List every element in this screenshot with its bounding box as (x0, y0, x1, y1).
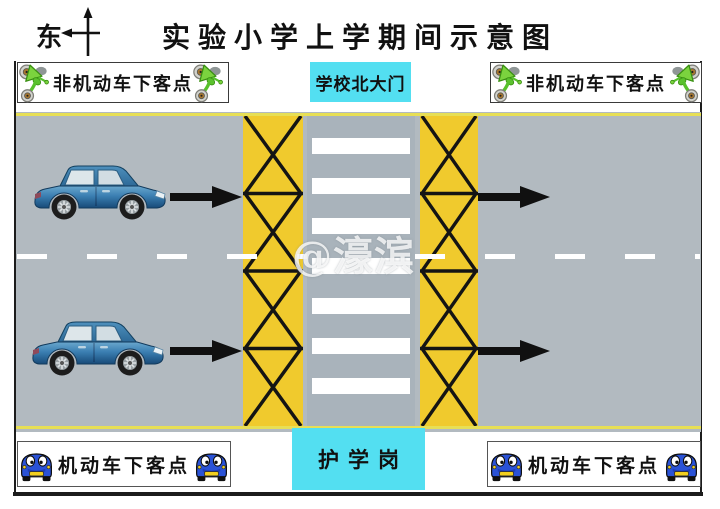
guard-post-label: 护学岗 (318, 448, 408, 472)
road-edge-line-top (16, 113, 701, 116)
nonmotor-dropoff-label: 非机动车下客点 (526, 73, 666, 95)
nonmotor-dropoff-box-right: 非机动车下客点 (490, 62, 702, 103)
motor-dropoff-label: 机动车下客点 (527, 454, 660, 477)
scooter-icon (492, 63, 526, 103)
nonmotor-dropoff-box-left: 非机动车下客点 (17, 62, 229, 103)
guard-post-box: 护学岗 (292, 428, 425, 490)
road: @濠滨 (16, 112, 701, 432)
right-arrow-icon (170, 186, 242, 208)
scooter-icon (666, 63, 700, 103)
school-north-gate-label: 学校北大门 (315, 74, 406, 95)
blue-car-icon (26, 316, 168, 378)
watermark: @濠滨 (292, 233, 415, 280)
frame-bottom-border (13, 492, 703, 496)
motor-dropoff-box-right: 机动车下客点 (487, 441, 701, 487)
compass-cross-arrow-icon (61, 7, 100, 56)
no-stopping-zone-left (243, 116, 303, 426)
road-edge-line-bottom (16, 426, 701, 429)
cartoon-car-icon (664, 445, 699, 484)
center-dashed-line-right (415, 254, 700, 259)
right-arrow-icon (478, 186, 550, 208)
cartoon-car-icon (19, 445, 54, 484)
zebra-crosswalk (307, 116, 415, 426)
right-arrow-icon (170, 340, 242, 362)
frame-right-border (700, 61, 702, 496)
nonmotor-dropoff-label: 非机动车下客点 (53, 73, 193, 95)
blue-car-icon (28, 160, 170, 222)
center-dashed-line-left (17, 254, 307, 259)
crosshatch-pattern-icon (420, 116, 478, 426)
page-title: 实验小学上学期间示意图 (161, 21, 558, 54)
no-stopping-zone-right (420, 116, 478, 426)
motor-dropoff-label: 机动车下客点 (57, 454, 190, 477)
school-north-gate-box: 学校北大门 (310, 62, 411, 102)
cartoon-car-icon (489, 445, 524, 484)
cartoon-car-icon (194, 445, 229, 484)
right-arrow-icon (478, 340, 550, 362)
scooter-icon (19, 63, 53, 103)
frame-left-border (14, 61, 16, 496)
crosswalk-stripes (312, 138, 410, 416)
motor-dropoff-box-left: 机动车下客点 (17, 441, 231, 487)
scooter-icon (193, 63, 227, 103)
compass-east-label: 东 (36, 23, 63, 53)
